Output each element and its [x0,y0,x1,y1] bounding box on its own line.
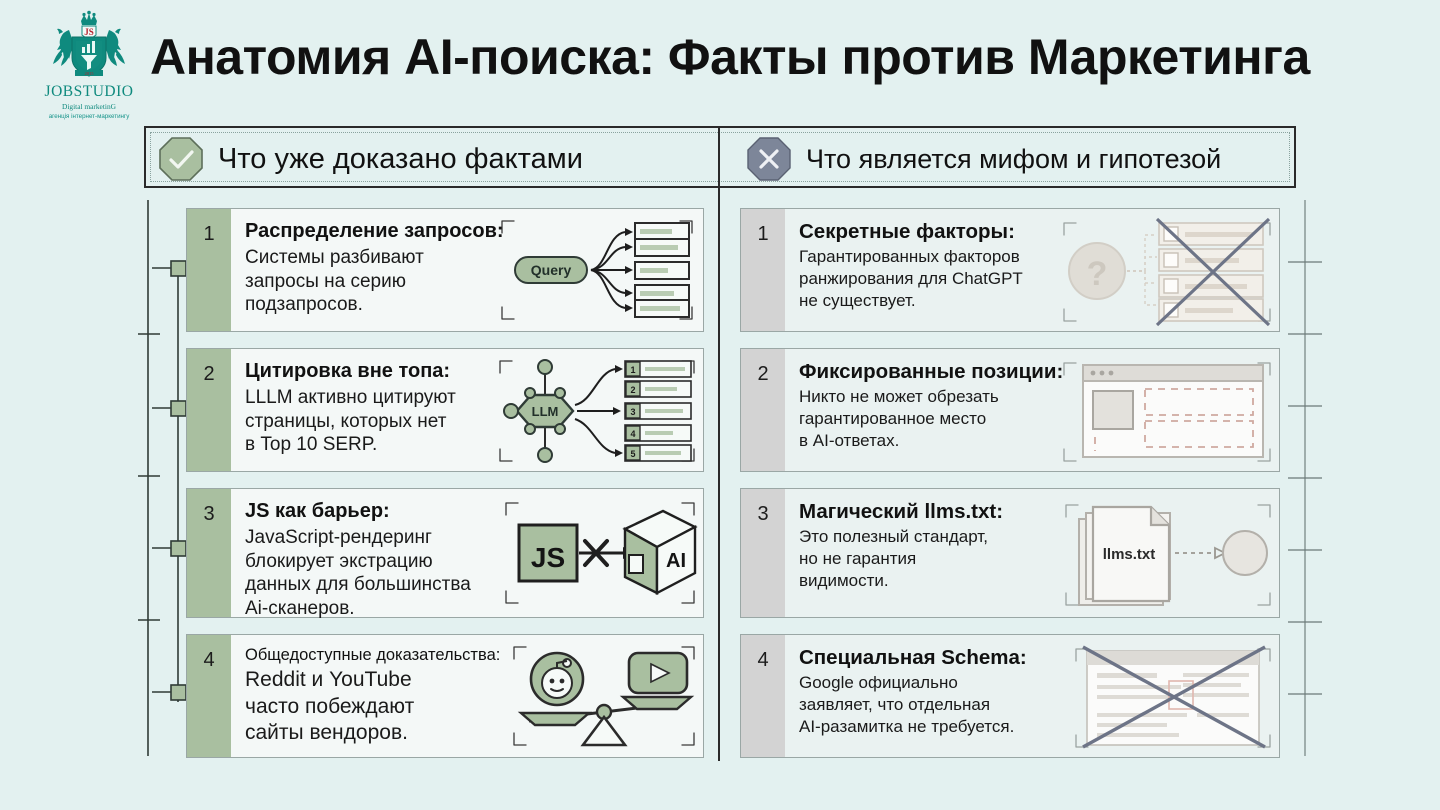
myth-card-4[interactable]: 4 Специальная Schema: Google официально … [740,634,1280,758]
facts-connector-rail [138,200,200,760]
fact-card-1-description: Системы разбивают запросы на серию подза… [245,246,424,316]
query-fanout-diagram: Query [497,215,697,330]
logo-tagline: Digital marketinG [62,102,116,111]
fact-card-1-heading: Распределение запросов: [245,220,504,242]
fact-card-4-description: Reddit и YouTube часто побеждают сайты в… [245,668,415,745]
myths-header-label: Что является мифом и гипотезой [806,143,1222,174]
svg-text:llms.txt: llms.txt [1103,546,1156,563]
myth-card-3-number: 3 [741,489,785,617]
facts-header-label: Что уже доказано фактами [218,142,583,175]
myth-card-2-number: 2 [741,349,785,471]
myth-card-3-heading: Магический llms.txt: [799,500,1004,523]
svg-text:JS: JS [84,27,94,37]
js-blocked-ai-cube: JS AI [503,495,698,616]
logo-wordmark: JOBSTUDIO [44,83,134,100]
logo-subtagline: агенція інтернет-маркетингу [48,112,130,120]
fact-card-3-heading: JS как барьер: [245,500,390,522]
myth-card-3[interactable]: 3 Магический llms.txt: Это полезный стан… [740,488,1280,618]
fact-card-2-number: 2 [187,349,231,471]
column-header-band: Что уже доказано фактами Что является ми… [144,126,1296,188]
column-divider [718,126,720,761]
fact-card-4-number: 4 [187,635,231,757]
reddit-youtube-balance-scale [511,641,697,756]
myth-card-1-description: Гарантированных факторов ранжирования дл… [799,247,1023,310]
fact-card-4[interactable]: 4 Общедоступные доказательства: Reddit и… [186,634,704,758]
llm-node-serp-diagram: LLM [497,355,697,472]
heraldic-crest-icon: JS 2 [53,10,125,77]
header-inner-border [150,132,1290,182]
svg-text:2015: 2015 [85,71,95,76]
llms-txt-documents: llms.txt [1063,495,1273,618]
check-octagon-icon [158,136,204,182]
myth-card-4-description: Google официально заявляет, что отдельна… [799,673,1015,736]
svg-text:5: 5 [630,449,635,459]
svg-text:?: ? [1087,255,1108,293]
fact-card-4-heading: Общедоступные доказательства: [245,646,501,664]
myth-card-1-heading: Секретные факторы: [799,220,1015,243]
myth-card-4-heading: Специальная Schema: [799,646,1027,669]
question-checklist-crossed-out: ? [1061,215,1273,332]
svg-text:4: 4 [630,429,635,439]
myth-card-2-heading: Фиксированные позиции: [799,360,1064,383]
fact-card-1[interactable]: 1 Распределение запросов: Системы разбив… [186,208,704,332]
myth-card-2-description: Никто не может обрезать гарантированное … [799,387,999,450]
svg-text:Query: Query [531,262,572,278]
svg-text:3: 3 [630,407,635,417]
jobstudio-logo: JS 2 [34,10,144,120]
fact-card-3-description: JavaScript-рендеринг блокирует экстрацию… [245,526,471,620]
fact-card-2-description: LLLM активно цитируют страницы, которых … [245,386,456,456]
cross-octagon-icon [746,136,792,182]
fact-card-3[interactable]: 3 JS как барьер: JavaScript-рендеринг бл… [186,488,704,619]
myth-card-4-number: 4 [741,635,785,757]
browser-window-reserved-slots [1061,355,1273,472]
facts-column-header: Что уже доказано фактами [158,128,583,190]
myths-connector-rail [1280,200,1330,760]
svg-text:LLM: LLM [532,404,559,419]
myth-card-2[interactable]: 2 Фиксированные позиции: Никто не может … [740,348,1280,472]
fact-card-3-number: 3 [187,489,231,617]
fact-card-2[interactable]: 2 Цитировка вне топа: LLLM активно цитир… [186,348,704,472]
svg-text:1: 1 [630,365,635,375]
schema-document-crossed-out [1073,641,1273,758]
myth-card-1[interactable]: 1 Секретные факторы: Гарантированных фак… [740,208,1280,332]
svg-text:JS: JS [531,542,565,573]
fact-card-1-number: 1 [187,209,231,331]
svg-text:AI: AI [666,550,686,572]
svg-text:2: 2 [630,385,635,395]
fact-card-2-heading: Цитировка вне топа: [245,360,451,382]
page-title: Анатомия AI-поиска: Факты против Маркети… [150,29,1310,85]
myths-column-header: Что является мифом и гипотезой [746,128,1221,190]
myth-card-1-number: 1 [741,209,785,331]
myth-card-3-description: Это полезный стандарт, но не гарантия ви… [799,527,988,590]
